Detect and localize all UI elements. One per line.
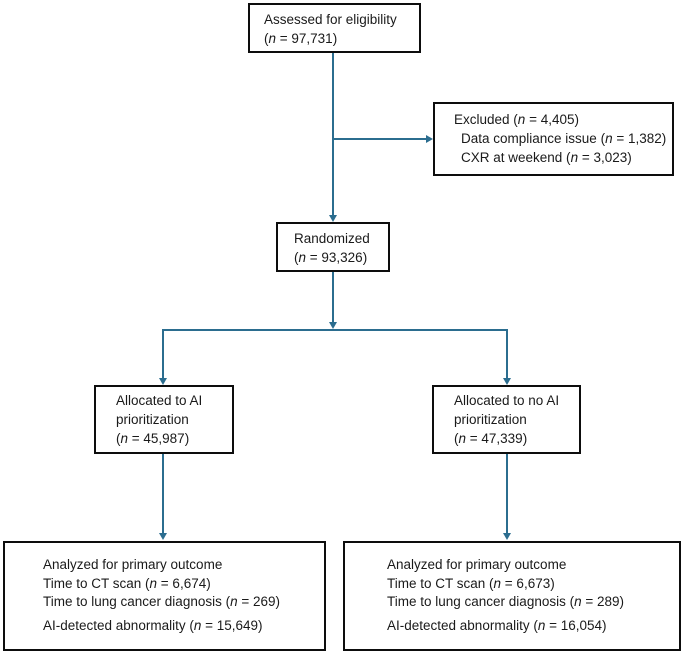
arrowhead-into-allocated-no-ai-icon [502,377,511,385]
allocated-ai-box: Allocated to AI prioritization (n = 45,9… [94,385,234,454]
box-line: Data compliance issue (n = 1,382) [461,131,667,146]
box-line: Time to lung cancer diagnosis (n = 289) [387,594,625,609]
arrowhead-into-excluded-icon [425,134,433,143]
arrowhead-into-analyzed-ai-icon [158,533,167,540]
connector-assessed-to-randomized [331,52,335,215]
connector-allocated-no-ai-to-analyzed [505,454,509,533]
connector-branch-to-allocated-no-ai [505,329,509,378]
connector-randomized-to-branch [331,271,335,322]
box-line: CXR at weekend (n = 3,023) [461,150,632,165]
box-line: prioritization [116,412,189,427]
box-line: Allocated to AI [116,393,203,408]
randomized-box: Randomized (n = 93,326) [276,222,390,272]
box-line: Allocated to no AI [454,393,560,408]
assessed-for-eligibility-box: Assessed for eligibility (n = 97,731) [248,3,421,53]
arrowhead-into-analyzed-no-ai-icon [502,533,511,540]
excluded-box: Excluded (n = 4,405) Data compliance iss… [433,102,674,176]
box-line: Analyzed for primary outcome [43,557,223,572]
arrowhead-into-allocated-ai-icon [158,377,167,385]
box-line: Assessed for eligibility [264,12,397,27]
box-line: (n = 93,326) [294,250,368,265]
box-line: (n = 97,731) [264,31,338,46]
box-line: Excluded (n = 4,405) [454,112,579,127]
allocated-no-ai-box: Allocated to no AI prioritization (n = 4… [432,385,581,454]
box-line: Analyzed for primary outcome [387,557,567,572]
box-line: Time to CT scan (n = 6,673) [387,575,555,591]
box-line: AI-detected abnormality (n = 16,054) [387,617,607,633]
arrowhead-into-randomized-icon [328,214,337,222]
connector-branch-to-allocated-ai [161,329,165,378]
box-line: (n = 45,987) [116,431,190,446]
connector-branch-horizontal [161,328,509,332]
analyzed-no-ai-box: Analyzed for primary outcome Time to CT … [343,541,681,651]
box-line: prioritization [454,412,527,427]
box-line: AI-detected abnormality (n = 15,649) [43,617,263,633]
connector-to-excluded [333,137,426,141]
box-line: Randomized [294,231,370,246]
analyzed-ai-box: Analyzed for primary outcome Time to CT … [3,541,326,651]
box-line: Time to CT scan (n = 6,674) [43,575,211,591]
box-line: (n = 47,339) [454,431,528,446]
arrowhead-into-branch-icon [328,322,337,329]
box-line: Time to lung cancer diagnosis (n = 269) [43,594,281,609]
connector-allocated-ai-to-analyzed [161,453,165,533]
